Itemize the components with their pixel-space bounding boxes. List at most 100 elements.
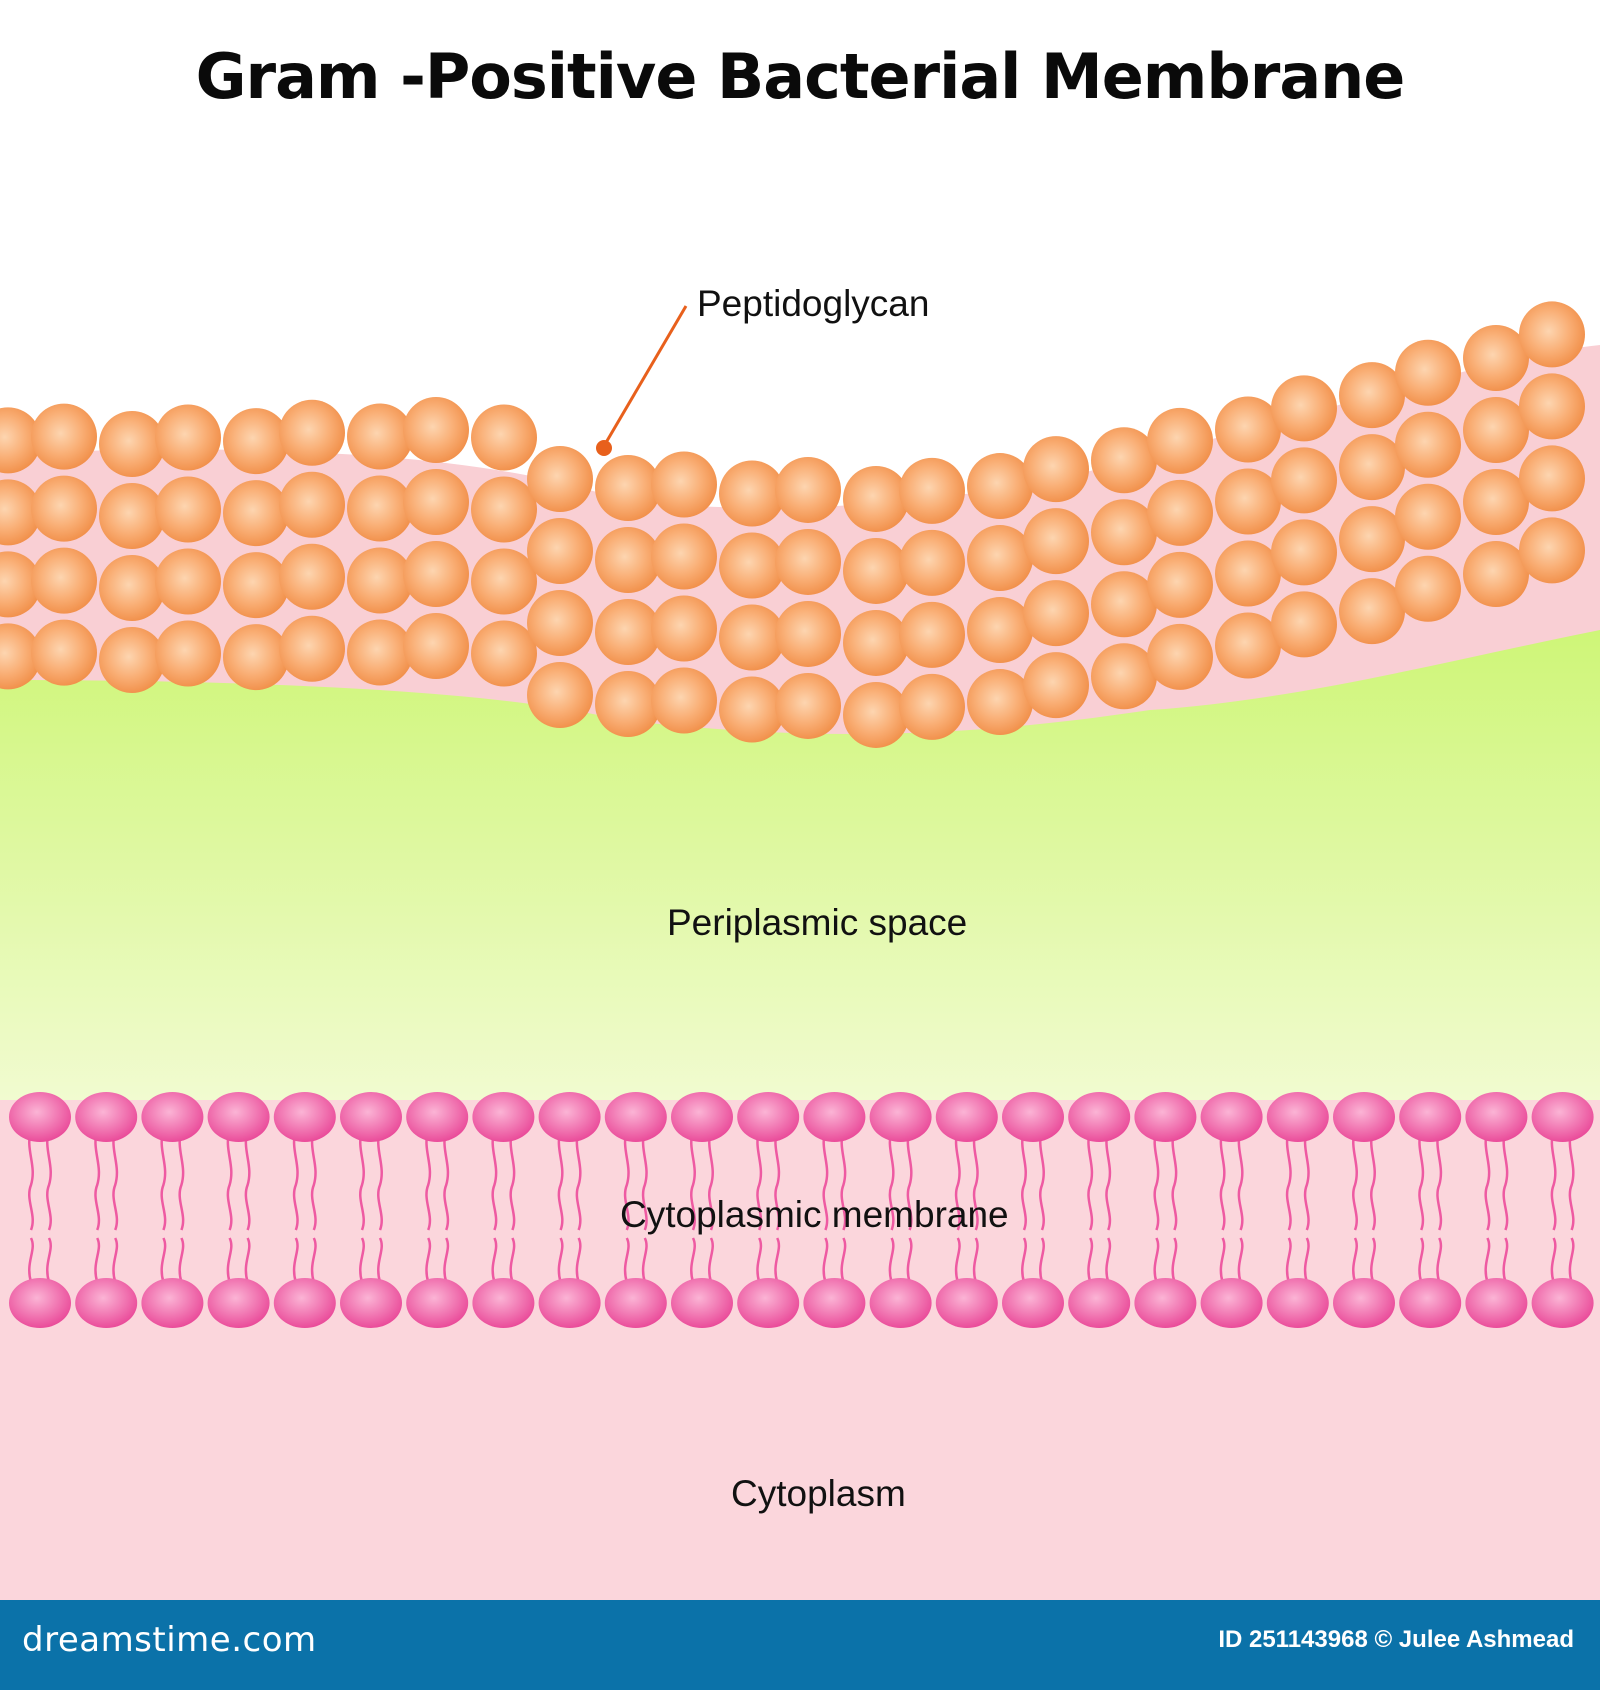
lipid-head <box>141 1092 204 1142</box>
peptidoglycan-sphere <box>1463 541 1529 608</box>
lipid-head <box>406 1092 469 1142</box>
peptidoglycan-sphere <box>595 599 661 665</box>
peptidoglycan-sphere <box>1339 362 1405 429</box>
lipid-tail <box>1021 1129 1027 1283</box>
lipid-tail <box>178 1129 185 1283</box>
peptidoglycan-sphere <box>899 529 965 596</box>
peptidoglycan-sphere <box>1147 479 1213 546</box>
peptidoglycan-sphere <box>1395 339 1461 406</box>
lipid-tail <box>377 1129 383 1283</box>
lipid-head <box>538 1278 601 1328</box>
peptidoglycan-sphere <box>155 548 221 615</box>
lipid-tail <box>46 1129 52 1283</box>
peptidoglycan-sphere <box>155 476 221 543</box>
lipid-head <box>1002 1092 1064 1142</box>
lipid-head <box>737 1278 800 1328</box>
lipid-tail <box>1303 1129 1310 1283</box>
peptidoglycan-sphere <box>1147 407 1213 474</box>
peptidoglycan-sphere <box>1463 469 1529 536</box>
lipid-head <box>935 1092 998 1142</box>
peptidoglycan-sphere <box>1519 301 1585 368</box>
peptidoglycan-sphere <box>223 552 289 619</box>
lipid-head <box>1266 1092 1329 1142</box>
peptidoglycan-sphere <box>279 399 345 466</box>
lipid-head <box>340 1092 402 1142</box>
peptidoglycan-sphere <box>403 469 469 536</box>
lipid-head <box>1399 1278 1462 1328</box>
lipid-tail <box>1502 1129 1509 1283</box>
lipid-tail <box>840 1129 847 1283</box>
peptidoglycan-sphere <box>403 397 469 464</box>
lipid-head <box>1068 1278 1131 1328</box>
peptidoglycan-sphere <box>967 597 1033 664</box>
peptidoglycan-sphere <box>1215 468 1281 535</box>
peptidoglycan-sphere <box>1023 580 1089 647</box>
lipid-tail <box>575 1129 582 1283</box>
peptidoglycan-sphere <box>595 671 661 737</box>
lipid-tail <box>1418 1129 1425 1283</box>
lipid-tail <box>1153 1129 1160 1283</box>
peptidoglycan-sphere <box>1339 506 1405 573</box>
diagram-title: Gram -Positive Bacterial Membrane <box>195 40 1406 113</box>
peptidoglycan-sphere <box>1215 540 1281 607</box>
peptidoglycan-sphere <box>899 457 965 524</box>
peptidoglycan-sphere <box>719 604 785 671</box>
lipid-head <box>472 1278 535 1328</box>
peptidoglycan-sphere <box>651 667 717 734</box>
peptidoglycan-sphere <box>279 543 345 610</box>
peptidoglycan-sphere <box>843 681 909 748</box>
lipid-head <box>9 1278 71 1328</box>
peptidoglycan-sphere <box>527 518 593 584</box>
peptidoglycan-sphere <box>1271 375 1337 442</box>
peptidoglycan-sphere <box>595 455 661 521</box>
peptidoglycan-sphere <box>775 600 841 667</box>
lipid-tail <box>623 1129 630 1283</box>
peptidoglycan-sphere <box>471 548 537 615</box>
peptidoglycan-sphere <box>967 453 1033 520</box>
lipid-tail <box>641 1129 648 1283</box>
lipid-tail <box>491 1129 498 1283</box>
lipid-head <box>1068 1092 1131 1142</box>
peptidoglycan-sphere <box>1271 591 1337 658</box>
peptidoglycan-sphere <box>1339 578 1405 645</box>
peptidoglycan-sphere <box>99 554 165 621</box>
lipid-head <box>1531 1092 1594 1142</box>
peptidoglycan-sphere <box>1147 623 1213 690</box>
peptidoglycan-sphere <box>527 590 593 656</box>
peptidoglycan-sphere <box>595 527 661 593</box>
peptidoglycan-sphere <box>775 672 841 739</box>
lipid-head <box>803 1092 866 1142</box>
peptidoglycan-sphere <box>279 471 345 538</box>
peptidoglycan-sphere <box>775 456 841 523</box>
lipid-head <box>1200 1278 1263 1328</box>
peptidoglycan-sphere <box>403 541 469 608</box>
peptidoglycan-sphere <box>527 446 593 512</box>
lipid-head <box>340 1278 402 1328</box>
lipid-tail <box>1219 1129 1226 1283</box>
peptidoglycan-sphere <box>1519 373 1585 440</box>
peptidoglycan-pointer-dot <box>596 440 612 456</box>
peptidoglycan-sphere <box>0 407 41 474</box>
lipid-tail <box>954 1129 961 1283</box>
peptidoglycan-sphere <box>843 609 909 676</box>
peptidoglycan-sphere <box>1519 445 1585 512</box>
lipid-tail <box>94 1129 101 1283</box>
lipid-tail <box>1237 1129 1244 1283</box>
peptidoglycan-sphere <box>899 601 965 668</box>
peptidoglycan-sphere <box>967 669 1033 736</box>
peptidoglycan-sphere <box>719 532 785 599</box>
peptidoglycan-sphere <box>1023 652 1089 719</box>
peptidoglycan-sphere <box>1463 397 1529 464</box>
peptidoglycan-sphere <box>0 551 41 618</box>
peptidoglycan-sphere <box>31 547 97 614</box>
lipid-head <box>207 1092 270 1142</box>
cytoplasm-label: Cytoplasm <box>731 1473 906 1514</box>
peptidoglycan-label: Peptidoglycan <box>697 283 930 324</box>
lipid-tail <box>359 1129 365 1283</box>
peptidoglycan-sphere <box>1463 325 1529 392</box>
lipid-head <box>538 1092 601 1142</box>
peptidoglycan-sphere <box>0 623 41 690</box>
lipid-tail <box>509 1129 516 1283</box>
peptidoglycan-sphere <box>1271 519 1337 586</box>
lipid-tail <box>1550 1129 1557 1283</box>
